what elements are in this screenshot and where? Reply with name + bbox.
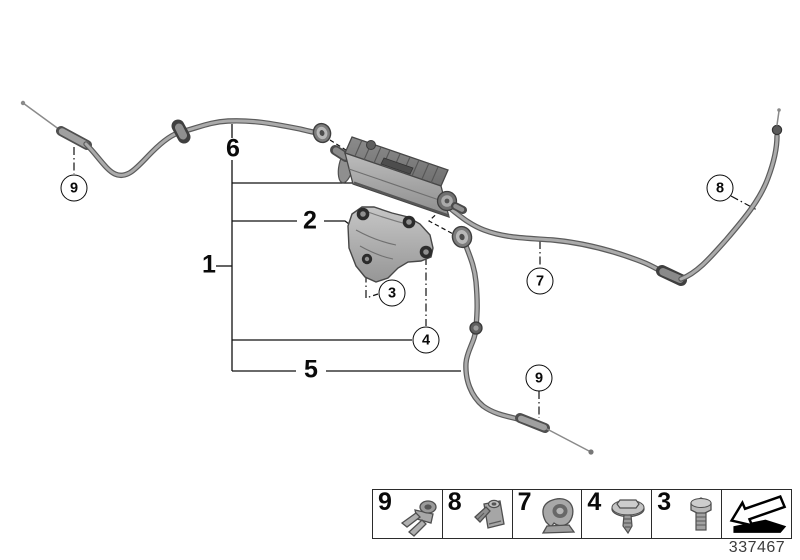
leader-lines xyxy=(73,147,758,418)
legend-cell-8[interactable]: 8 xyxy=(443,488,513,538)
legend-cell-3[interactable]: 3 xyxy=(652,488,722,538)
callout-lines xyxy=(216,124,461,372)
cable-tip xyxy=(777,108,781,112)
callout-circle-7[interactable]: 7 xyxy=(526,267,554,295)
fastener-legend: 9 8 7 xyxy=(372,488,723,539)
legend-cell-4[interactable]: 4 xyxy=(582,488,653,538)
actuator-output-boss xyxy=(436,190,467,214)
left-brake-cable xyxy=(20,100,332,179)
cable-sleeve-lower xyxy=(515,413,550,433)
bracket-bushing xyxy=(402,215,416,229)
legend-cell-9-label: 9 xyxy=(378,488,392,516)
cable-ferrule xyxy=(171,119,191,144)
callout-circle-9-left-text: 9 xyxy=(69,180,79,196)
bracket-bushing xyxy=(356,207,370,221)
callout-circle-9-right-text: 9 xyxy=(534,370,544,386)
actuator-connector-slot xyxy=(380,157,414,175)
callout-circle-4[interactable]: 4 xyxy=(412,326,440,354)
callout-circle-9-left[interactable]: 9 xyxy=(60,174,88,202)
grommet-left xyxy=(312,122,332,144)
bracket-bushing xyxy=(361,253,373,265)
cable-tip-ball xyxy=(588,449,594,455)
continue-arrow-icon xyxy=(729,495,786,533)
actuator-bracket xyxy=(347,206,434,283)
clamp-icon xyxy=(473,499,505,529)
cable-sleeve-right xyxy=(656,265,687,286)
legend-cell-8-label: 8 xyxy=(447,488,462,516)
legend-cell-3-label: 3 xyxy=(657,488,672,516)
cable-end-ball xyxy=(771,124,783,136)
callout-circle-7-text: 7 xyxy=(535,273,545,289)
callout-circle-9-right[interactable]: 9 xyxy=(525,364,553,392)
diagram-number: 337467 xyxy=(728,539,786,556)
callout-label-6[interactable]: 6 xyxy=(226,134,240,163)
callout-label-1[interactable]: 1 xyxy=(202,250,216,279)
cable-clip-icon xyxy=(542,498,576,534)
legend-cell-7-label: 7 xyxy=(517,488,532,516)
legend-cell-4-label: 4 xyxy=(587,488,602,516)
bracket-bushing xyxy=(419,245,433,259)
callout-circle-8-text: 8 xyxy=(715,180,725,196)
callout-circle-3[interactable]: 3 xyxy=(378,279,406,307)
callout-label-5[interactable]: 5 xyxy=(304,355,318,384)
grommet-lower xyxy=(451,225,473,249)
lower-brake-cable xyxy=(451,225,594,455)
callout-circle-3-text: 3 xyxy=(387,285,397,301)
callout-circle-4-text: 4 xyxy=(421,332,431,348)
legend-cell-7[interactable]: 7 xyxy=(513,488,583,538)
legend-arrow-box[interactable] xyxy=(721,489,792,539)
legend-cell-9[interactable]: 9 xyxy=(373,488,443,538)
right-brake-cable xyxy=(444,108,783,286)
callout-label-2[interactable]: 2 xyxy=(303,206,317,235)
hex-bolt-icon xyxy=(690,497,712,531)
parking-brake-actuator xyxy=(330,136,467,219)
cable-bead xyxy=(469,321,483,335)
push-rivet-icon xyxy=(611,499,645,535)
actuator-boss xyxy=(366,140,376,150)
fork-retainer-icon xyxy=(400,500,437,537)
callout-circle-8[interactable]: 8 xyxy=(706,174,734,202)
